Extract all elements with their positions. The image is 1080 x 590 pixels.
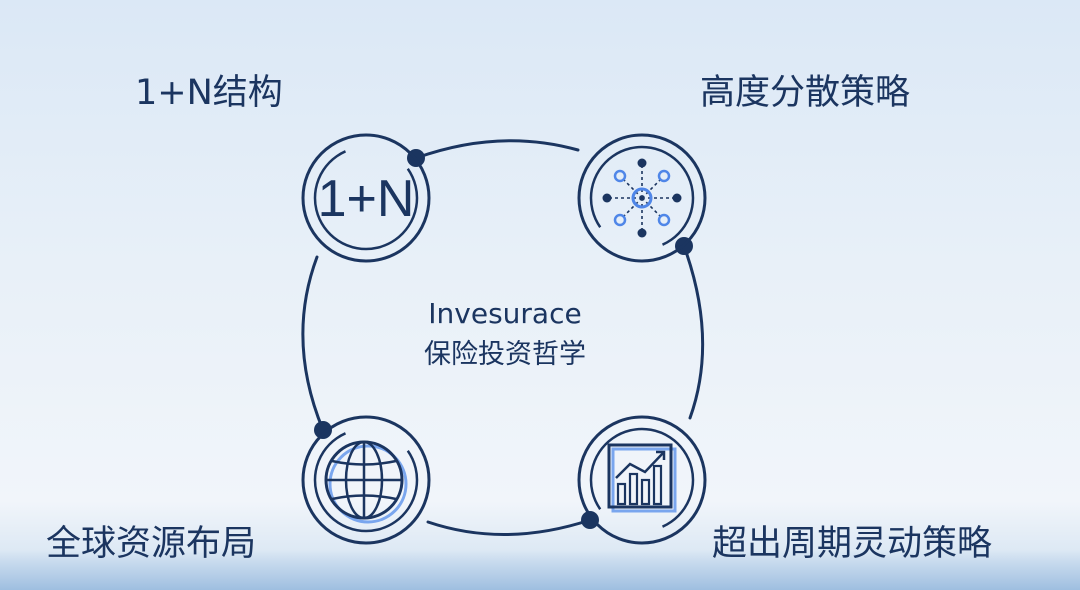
label-high-diversification-strategy: 高度分散策略 bbox=[700, 73, 911, 113]
node-one-plus-n: 1+N bbox=[301, 133, 431, 263]
growth-chart-icon bbox=[607, 443, 677, 513]
label-beyond-cycle-flexible-strategy: 超出周期灵动策略 bbox=[712, 524, 993, 564]
connector-arcs bbox=[301, 139, 705, 536]
arc-bottom bbox=[426, 518, 592, 536]
dot-bottom-left bbox=[314, 421, 332, 439]
globe-icon bbox=[324, 440, 408, 524]
one-plus-n-icon: 1+N bbox=[318, 170, 415, 228]
node-globe bbox=[301, 415, 431, 545]
label-one-plus-n-structure: 1+N结构 bbox=[135, 73, 283, 113]
center-subtitle: 保险投资哲学 bbox=[424, 339, 586, 370]
arc-left bbox=[301, 255, 325, 432]
arc-top bbox=[414, 139, 580, 160]
bottom-sea-strip bbox=[0, 550, 1080, 590]
dot-bottom-right bbox=[581, 511, 599, 529]
one-plus-n-icon-text: 1+N bbox=[318, 170, 415, 228]
node-growth-chart bbox=[577, 415, 707, 545]
network-nodes-icon bbox=[602, 158, 682, 238]
center-title: Invesurace bbox=[428, 297, 582, 330]
arc-right bbox=[682, 244, 705, 420]
label-global-resource-layout: 全球资源布局 bbox=[46, 524, 257, 564]
